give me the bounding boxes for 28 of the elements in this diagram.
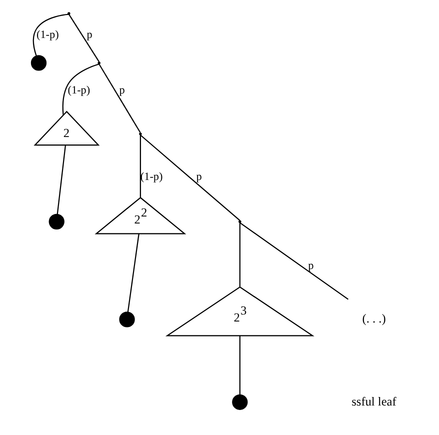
node-circle: [48, 214, 64, 230]
edge-label: (1-p): [140, 170, 163, 183]
connector: [127, 234, 140, 312]
edge-label: p: [86, 28, 92, 41]
node-point: [98, 62, 100, 64]
edge-label: (1-p): [36, 28, 59, 41]
edge-label: p: [196, 170, 202, 183]
connector: [239, 336, 240, 394]
node-circle: [119, 312, 135, 328]
edge-label: p: [308, 260, 314, 272]
node-point: [139, 132, 142, 136]
connector: [68, 14, 100, 62]
connector: [240, 222, 348, 300]
node-text: (. . .): [362, 312, 386, 326]
node-circle: [232, 394, 248, 410]
node-point: [238, 220, 242, 224]
connector: [56, 145, 66, 214]
connector: [140, 135, 141, 198]
connector: [239, 222, 240, 287]
connector: [62, 64, 100, 115]
edge-label: p: [119, 84, 125, 97]
edge-label: (1-p): [68, 84, 90, 97]
connector: [32, 14, 69, 56]
node-circle: [30, 55, 47, 71]
node-point: [68, 12, 70, 15]
connector: [140, 134, 240, 221]
connector: [98, 64, 141, 133]
label: ssful leaf: [352, 394, 396, 408]
